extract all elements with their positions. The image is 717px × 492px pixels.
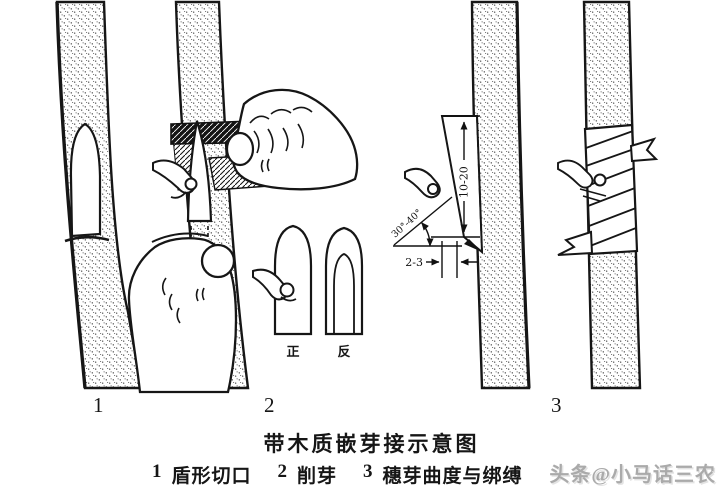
panel-1-number: 1 bbox=[93, 393, 104, 417]
panel-3-number: 3 bbox=[551, 393, 562, 417]
bud-eye-front bbox=[279, 282, 295, 298]
branch-1-left-edge bbox=[55, 1, 87, 389]
panel-2-number: 2 bbox=[264, 393, 275, 417]
bud-eye-4 bbox=[593, 173, 607, 187]
bud-chip bbox=[186, 120, 213, 223]
length-range-label: 10-20 bbox=[458, 166, 471, 198]
back-label: 反 bbox=[337, 344, 350, 359]
panel-2-bud-carving bbox=[127, 0, 359, 394]
angle-dimension: 30°-40° bbox=[390, 196, 462, 247]
wrap-slit-lines bbox=[579, 188, 607, 202]
front-label: 正 bbox=[286, 344, 299, 359]
bud-tail-2 bbox=[170, 191, 187, 199]
bud-eye-2 bbox=[184, 177, 198, 191]
panel-2-bud-shields: 正 反 bbox=[252, 224, 364, 359]
bud-eye-3 bbox=[427, 183, 439, 195]
legend-item-3: 3 穗芽曲度与绑缚 bbox=[363, 461, 523, 488]
thumb bbox=[200, 243, 236, 279]
binding-spiral-lines bbox=[585, 130, 637, 247]
left-hand-wrap-finger bbox=[151, 232, 209, 243]
tape-end-bottom bbox=[557, 230, 594, 256]
shield-cut-ledge bbox=[64, 235, 110, 243]
length-dimension: 10-20 bbox=[431, 115, 480, 238]
legend-3-label: 穗芽曲度与绑缚 bbox=[382, 466, 523, 487]
legend-2-label: 削芽 bbox=[297, 466, 338, 487]
bud-shield-front bbox=[273, 224, 313, 336]
figure-legend: 1 盾形切口 2 削芽 3 穗芽曲度与绑缚 bbox=[152, 461, 523, 488]
bud-shield-back-inner-line bbox=[333, 253, 355, 334]
width-dimension: 2-3 bbox=[405, 241, 479, 278]
panel-1-stock-branch bbox=[55, 0, 143, 390]
branch-3-right-edge bbox=[515, 1, 531, 389]
bud-stem-4 bbox=[557, 159, 594, 189]
legend-item-2: 2 削芽 bbox=[278, 461, 338, 488]
figure-caption: 带木质嵌芽接示意图 bbox=[263, 432, 480, 456]
left-hand bbox=[127, 237, 238, 394]
panel-3-bound-branch bbox=[557, 0, 659, 390]
legend-3-number: 3 bbox=[363, 461, 374, 482]
bud-stem-2 bbox=[152, 159, 196, 194]
flap-tip-shade bbox=[464, 239, 482, 252]
bud-notch-front bbox=[280, 296, 297, 302]
bud-shield-back bbox=[324, 226, 364, 336]
index-fingertip bbox=[225, 131, 255, 167]
legend-2-number: 2 bbox=[277, 461, 289, 482]
legend-item-1: 1 盾形切口 bbox=[152, 461, 252, 488]
right-hand-finger-lines bbox=[249, 106, 313, 173]
watermark-toutiao: 头条@小马话三农 bbox=[549, 464, 716, 486]
grafting-illustration: 正 反 10-20 bbox=[55, 0, 659, 417]
tape-end-top bbox=[629, 137, 659, 163]
legend-1-number: 1 bbox=[152, 461, 163, 482]
cut-interface-dashed bbox=[476, 115, 483, 253]
left-hand-finger-lines bbox=[161, 277, 205, 324]
width-range-label: 2-3 bbox=[405, 256, 423, 269]
shield-cut bbox=[69, 122, 102, 238]
panel-3-scion-cut: 10-20 2-3 30°-40° bbox=[390, 0, 531, 390]
legend-1-label: 盾形切口 bbox=[171, 466, 252, 487]
